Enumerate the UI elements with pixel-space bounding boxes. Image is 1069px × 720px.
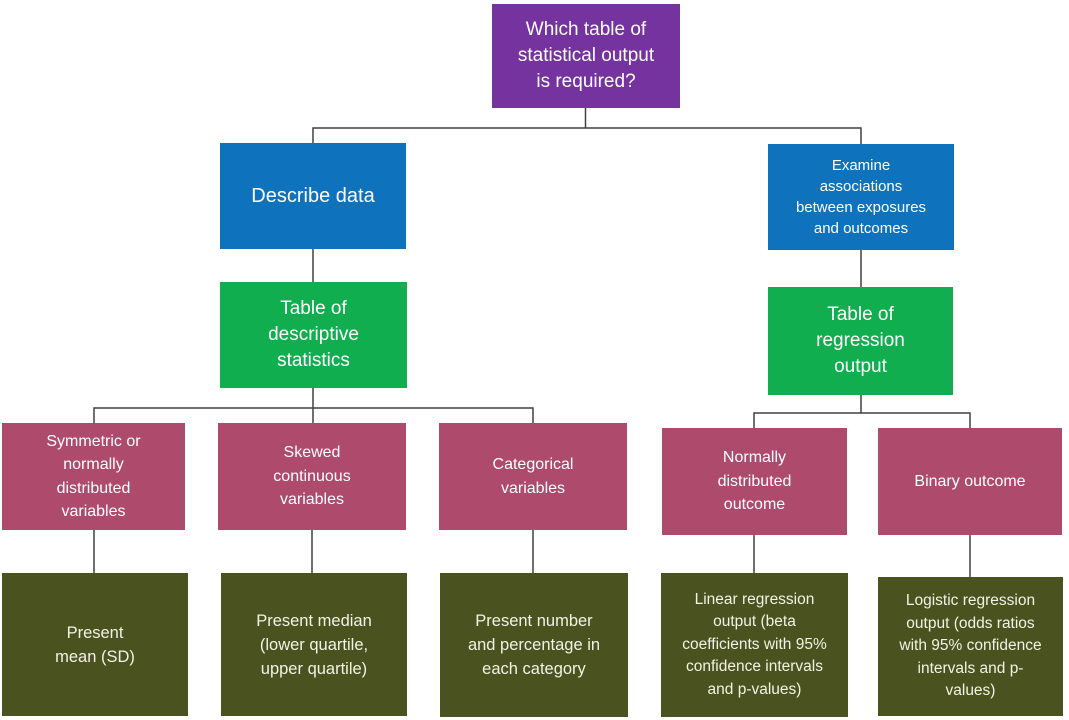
node-symmetric-variables: Symmetric or normally distributed variab… xyxy=(2,423,185,530)
node-categorical-variables: Categorical variables xyxy=(439,423,627,530)
edge-branch-rail xyxy=(312,127,862,144)
node-present-mean: Present mean (SD) xyxy=(2,573,188,716)
node-linear-regression-output: Linear regression output (beta coefficie… xyxy=(661,573,848,717)
node-describe-data: Describe data xyxy=(220,143,406,249)
node-descriptive-statistics-table: Table of descriptive statistics xyxy=(220,282,407,388)
node-logistic-regression-output: Logistic regression output (odds ratios … xyxy=(878,577,1063,716)
edge-desc-rail xyxy=(93,407,534,423)
node-normally-distributed-outcome: Normally distributed outcome xyxy=(662,428,847,535)
node-examine-associations: Examine associations between exposures a… xyxy=(768,144,954,250)
node-present-median: Present median (lower quartile, upper qu… xyxy=(221,573,407,716)
node-question: Which table of statistical output is req… xyxy=(492,4,680,108)
node-present-number-percentage: Present number and percentage in each ca… xyxy=(440,573,628,717)
node-regression-output-table: Table of regression output xyxy=(768,287,953,395)
node-binary-outcome: Binary outcome xyxy=(878,428,1062,535)
node-skewed-variables: Skewed continuous variables xyxy=(218,423,406,530)
edge-reg-rail xyxy=(753,412,971,428)
